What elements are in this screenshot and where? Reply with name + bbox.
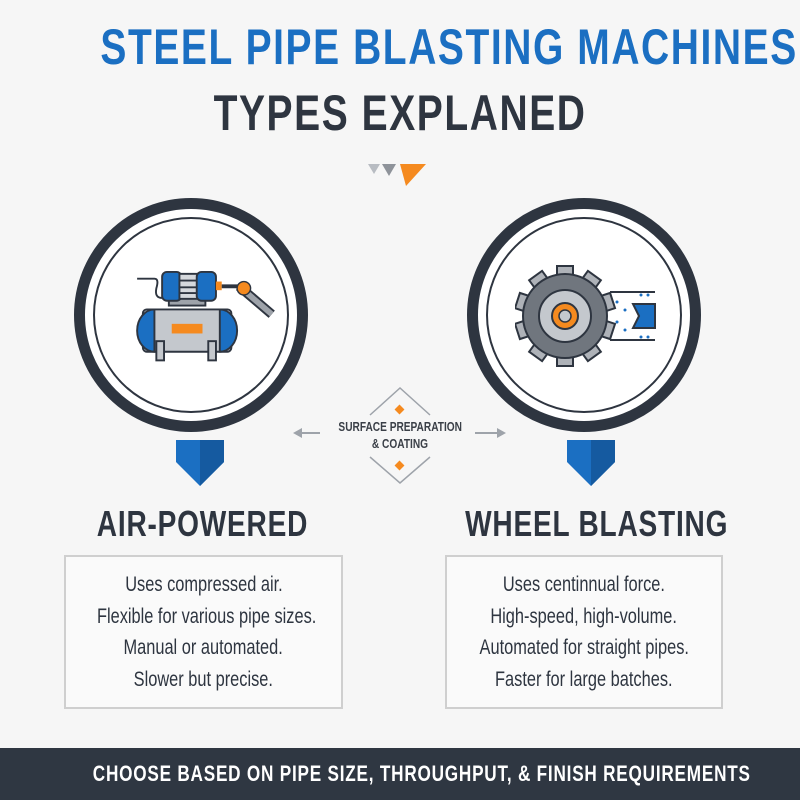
air-compressor-icon <box>136 270 275 362</box>
title-line-1: STEEL PIPE BLASTING MACHINES: <box>100 19 800 75</box>
right-pointer-icon <box>567 440 615 486</box>
air-powered-description: Uses compressed air. Flexible for variou… <box>64 555 343 709</box>
wheel-blasting-description: Uses centinnual force. High-speed, high-… <box>445 555 723 709</box>
left-pointer-icon <box>176 440 224 486</box>
wheel-blasting-heading: WHEEL BLASTING <box>465 503 729 544</box>
right-arrow-icon <box>475 428 506 438</box>
center-label: SURFACE PREPARATION & COATING <box>338 419 462 451</box>
wheel-blasting-circle <box>467 198 701 432</box>
blast-wheel-icon <box>515 265 656 367</box>
title-line-2: TYPES EXPLANED <box>213 85 587 141</box>
center-diamond <box>293 386 506 484</box>
chevron-divider-icon <box>368 164 426 186</box>
footer-banner: CHOOSE BASED ON PIPE SIZE, THROUGHPUT, &… <box>0 748 800 800</box>
air-powered-heading: AIR-POWERED <box>96 503 308 544</box>
left-arrow-icon <box>293 428 320 438</box>
